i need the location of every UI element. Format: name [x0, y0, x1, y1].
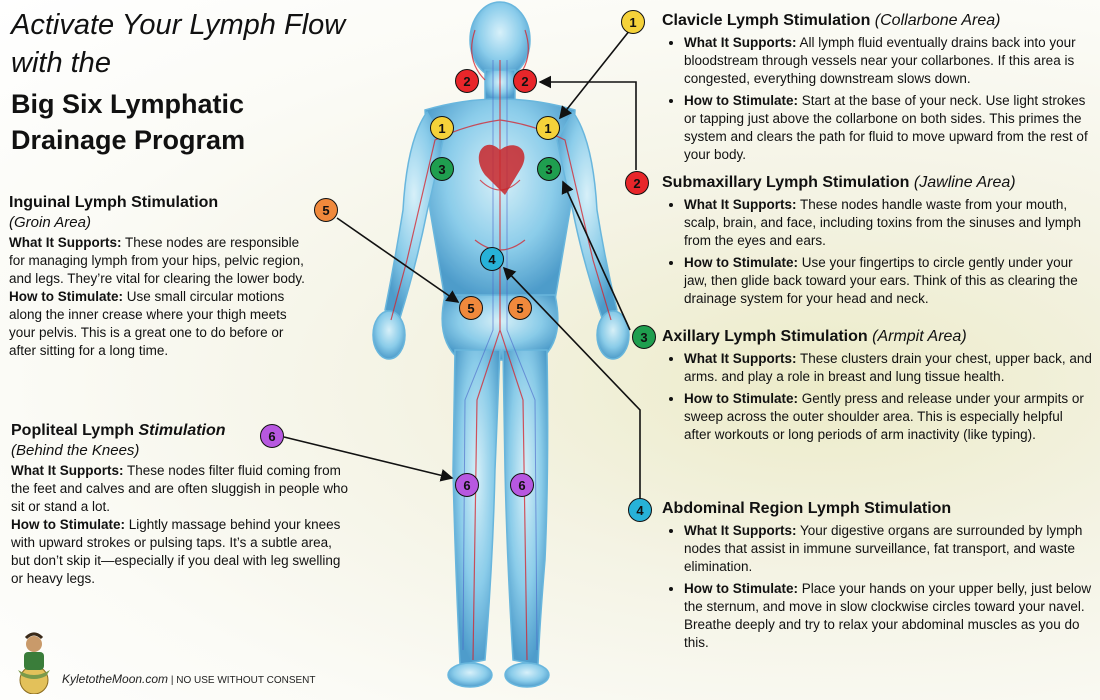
section-badge-2: 2: [625, 171, 649, 195]
footer-credit: KyletotheMoon.com | NO USE WITHOUT CONSE…: [62, 672, 315, 686]
section-area: (Armpit Area): [872, 328, 967, 345]
node-badge-2-left: 2: [455, 69, 479, 93]
main-title: Activate Your Lymph Flow with the Big Si…: [11, 6, 391, 158]
section-title: Axillary Lymph Stimulation: [662, 328, 868, 345]
supports-item: What It Supports: Your digestive organs …: [684, 522, 1092, 576]
node-badge-5-right: 5: [508, 296, 532, 320]
section-submaxillary: Submaxillary Lymph Stimulation (Jawline …: [662, 174, 1092, 312]
section-area: (Behind the Knees): [11, 442, 140, 459]
supports-item: What It Supports: All lymph fluid eventu…: [684, 34, 1092, 88]
section-area: (Jawline Area): [913, 174, 1016, 191]
footer-site: KyletotheMoon.com: [62, 672, 169, 686]
section-badge-3: 3: [632, 325, 656, 349]
supports-text: What It Supports: These nodes are respon…: [9, 235, 305, 286]
arrow-4: [502, 266, 641, 500]
section-area: (Collarbone Area): [874, 12, 1001, 29]
arrow-2: [538, 75, 637, 170]
title-line-1: Activate Your Lymph Flow: [11, 9, 346, 41]
stimulate-item: How to Stimulate: Start at the base of y…: [684, 92, 1092, 164]
arrow-5: [336, 217, 460, 303]
arrow-6: [283, 436, 454, 482]
node-badge-1-right: 1: [536, 116, 560, 140]
node-badge-4: 4: [480, 247, 504, 271]
title-line-3: Big Six Lymphatic: [11, 89, 245, 119]
section-inguinal: Inguinal Lymph Stimulation (Groin Area) …: [9, 194, 314, 360]
stimulate-item: How to Stimulate: Gently press and relea…: [684, 390, 1092, 444]
section-popliteal: Popliteal Lymph Stimulation (Behind the …: [11, 422, 351, 588]
section-badge-6: 6: [260, 424, 284, 448]
section-clavicle: Clavicle Lymph Stimulation (Collarbone A…: [662, 12, 1092, 168]
node-badge-2-right: 2: [513, 69, 537, 93]
section-abdominal: Abdominal Region Lymph Stimulation What …: [662, 500, 1092, 656]
node-badge-1-left: 1: [430, 116, 454, 140]
section-title-italic: Stimulation: [138, 422, 226, 439]
stimulate-item: How to Stimulate: Place your hands on yo…: [684, 580, 1092, 652]
section-area: (Groin Area): [9, 214, 91, 231]
arrow-1: [559, 29, 631, 120]
node-badge-6-left: 6: [455, 473, 479, 497]
footer-notice: | NO USE WITHOUT CONSENT: [170, 675, 316, 686]
section-badge-4: 4: [628, 498, 652, 522]
title-line-4: Drainage Program: [11, 125, 246, 155]
meditating-avatar-logo: [18, 632, 50, 694]
node-badge-5-left: 5: [459, 296, 483, 320]
node-badge-6-right: 6: [510, 473, 534, 497]
section-title: Clavicle Lymph Stimulation: [662, 12, 871, 29]
section-badge-1: 1: [621, 10, 645, 34]
section-title: Abdominal Region Lymph Stimulation: [662, 500, 952, 517]
section-title: Submaxillary Lymph Stimulation: [662, 174, 910, 191]
stimulate-text: How to Stimulate: Use small circular mot…: [9, 289, 287, 358]
stimulate-text: How to Stimulate: Lightly massage behind…: [11, 517, 341, 586]
section-badge-5: 5: [314, 198, 338, 222]
node-badge-3-left: 3: [430, 157, 454, 181]
section-title: Inguinal Lymph Stimulation: [9, 194, 219, 211]
supports-item: What It Supports: These clusters drain y…: [684, 350, 1092, 386]
node-badge-3-right: 3: [537, 157, 561, 181]
supports-item: What It Supports: These nodes handle was…: [684, 196, 1092, 250]
stimulate-item: How to Stimulate: Use your fingertips to…: [684, 254, 1092, 308]
supports-text: What It Supports: These nodes filter flu…: [11, 463, 348, 514]
arrow-3: [561, 180, 631, 331]
section-title: Popliteal Lymph: [11, 422, 134, 439]
section-axillary: Axillary Lymph Stimulation (Armpit Area)…: [662, 328, 1092, 448]
title-line-2: with the: [11, 47, 111, 79]
